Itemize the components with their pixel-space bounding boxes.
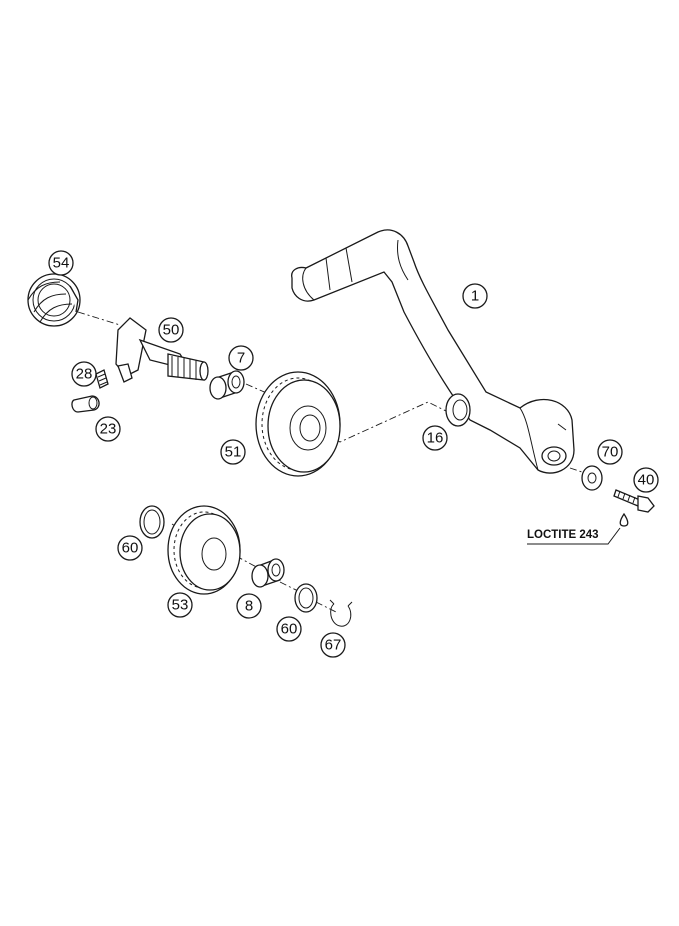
svg-text:54: 54	[53, 255, 70, 272]
callout-8: 8	[236, 593, 262, 619]
callout-67: 67	[320, 632, 346, 658]
svg-text:51: 51	[225, 444, 242, 461]
small-spring	[95, 369, 109, 389]
svg-text:67: 67	[325, 637, 342, 654]
loctite-drop	[619, 512, 629, 527]
callout-50: 50	[158, 317, 184, 343]
svg-text:50: 50	[163, 322, 180, 339]
kick-start-shaft	[115, 317, 209, 383]
svg-text:28: 28	[76, 366, 93, 383]
kick-start-lever	[291, 229, 575, 474]
svg-text:16: 16	[427, 430, 444, 447]
bolt	[613, 489, 655, 513]
loctite-label: LOCTITE 243	[527, 529, 599, 541]
circlip	[329, 599, 353, 627]
svg-text:60: 60	[122, 540, 139, 557]
svg-text:1: 1	[471, 288, 479, 305]
svg-text:70: 70	[602, 444, 619, 461]
callout-51: 51	[220, 439, 246, 465]
svg-text:8: 8	[245, 598, 253, 615]
callout-23: 23	[95, 416, 121, 442]
kick-start-gear	[255, 371, 341, 477]
callout-40: 40	[633, 467, 659, 493]
needle-bearing-lower	[251, 558, 285, 588]
thrust-washer-right	[294, 583, 318, 613]
svg-text:53: 53	[172, 597, 189, 614]
callout-16: 16	[422, 425, 448, 451]
return-spring	[27, 273, 81, 327]
svg-text:40: 40	[638, 472, 655, 489]
svg-text:60: 60	[281, 621, 298, 638]
washer-lever	[581, 465, 603, 491]
callout-70: 70	[597, 439, 623, 465]
seal-ring	[445, 393, 471, 427]
callout-7: 7	[228, 345, 254, 371]
callout-54: 54	[48, 250, 74, 276]
pin	[71, 395, 100, 413]
callout-53: 53	[167, 592, 193, 618]
callout-60-right: 60	[276, 616, 302, 642]
intermediate-gear	[167, 505, 241, 595]
loctite-note: LOCTITE 243	[527, 527, 621, 545]
svg-text:23: 23	[100, 421, 117, 438]
thrust-washer-left	[139, 505, 165, 539]
callout-1: 1	[462, 283, 488, 309]
callout-28: 28	[71, 361, 97, 387]
callout-60-left: 60	[117, 535, 143, 561]
callout-labels: 1 54 50 7 28 23 51 16	[48, 250, 659, 658]
needle-bearing-upper	[209, 370, 245, 400]
svg-text:7: 7	[237, 350, 245, 367]
